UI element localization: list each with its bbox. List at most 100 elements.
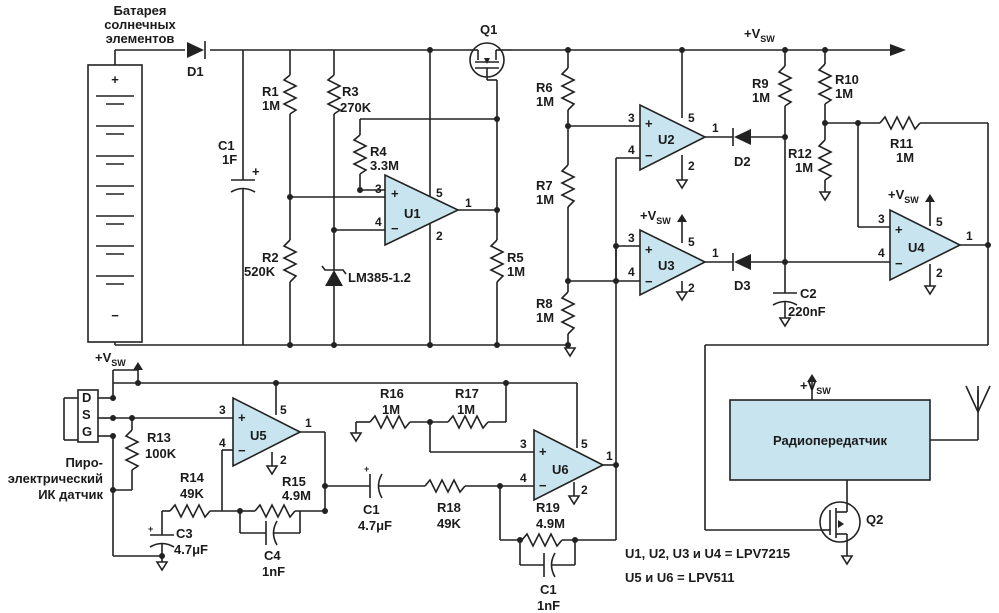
note-line-2: U5 и U6 = LPV511: [625, 570, 735, 585]
resistor-r13: R13 100K: [112, 417, 235, 556]
svg-text:4: 4: [520, 471, 527, 485]
svg-text:2: 2: [936, 266, 943, 280]
svg-text:1: 1: [606, 449, 613, 463]
resistor-r2: R2 520K: [244, 239, 298, 345]
svg-text:R6: R6: [536, 80, 553, 95]
resistor-r18: R18 49K: [424, 478, 534, 531]
svg-text:−: −: [391, 221, 399, 236]
resistor-r7: R7 1M: [536, 164, 576, 292]
svg-text:U6: U6: [552, 462, 569, 477]
radio-vsw: +VSW: [800, 378, 831, 396]
svg-text:U2: U2: [658, 132, 675, 147]
svg-text:100K: 100K: [145, 446, 177, 461]
resistor-r14: R14 49K: [162, 470, 240, 519]
svg-text:R9: R9: [752, 76, 769, 91]
vsw-top-label: +VSW: [744, 26, 775, 44]
svg-text:1M: 1M: [536, 310, 554, 325]
svg-text:5: 5: [436, 186, 443, 200]
svg-text:1M: 1M: [382, 402, 400, 417]
svg-text:Q2: Q2: [866, 512, 883, 527]
u4-output-path: [704, 344, 988, 531]
svg-text:520K: 520K: [244, 264, 276, 279]
sensor-vsw: +VSW: [95, 350, 577, 437]
capacitor-c1-1f: + C1 1F: [218, 50, 260, 345]
svg-text:C4: C4: [264, 548, 281, 563]
svg-text:Радиопередатчик: Радиопередатчик: [773, 433, 888, 448]
svg-text:3: 3: [520, 437, 527, 451]
svg-text:R19: R19: [536, 500, 560, 515]
svg-text:R3: R3: [342, 84, 359, 99]
svg-text:5: 5: [581, 437, 588, 451]
diode-d3: D3: [732, 253, 890, 293]
svg-text:1M: 1M: [752, 90, 770, 105]
note-line-1: U1, U2, U3 и U4 = LPV7215: [625, 546, 790, 561]
svg-text:2: 2: [688, 281, 695, 295]
battery-minus: −: [111, 308, 119, 323]
svg-text:2: 2: [436, 229, 443, 243]
resistor-r16: R16 1M: [349, 386, 430, 443]
svg-text:R17: R17: [455, 386, 479, 401]
svg-text:+: +: [539, 444, 547, 459]
svg-text:+: +: [252, 164, 260, 179]
svg-text:4: 4: [628, 143, 635, 157]
svg-text:49K: 49K: [437, 516, 461, 531]
resistor-r19: R19 4.9M: [499, 486, 616, 548]
svg-text:+: +: [645, 116, 653, 131]
svg-text:1nF: 1nF: [537, 598, 560, 613]
svg-text:LM385-1.2: LM385-1.2: [348, 270, 411, 285]
svg-text:1: 1: [712, 246, 719, 260]
svg-text:C1: C1: [363, 502, 380, 517]
svg-text:+: +: [148, 524, 153, 534]
svg-text:R13: R13: [147, 430, 171, 445]
svg-text:S: S: [82, 407, 91, 422]
ground-symbol: [563, 347, 577, 358]
resistor-r6: R6 1M: [536, 50, 576, 165]
pyro-sensor: D S G Пиро- электрический ИК датчик: [8, 389, 116, 502]
diode-d2: D2: [732, 128, 785, 169]
svg-text:R12: R12: [788, 146, 812, 161]
mosfet-q2: Q2: [819, 480, 883, 566]
svg-text:4: 4: [878, 246, 885, 260]
svg-text:+: +: [645, 242, 653, 257]
svg-text:R16: R16: [380, 386, 404, 401]
svg-text:1F: 1F: [222, 152, 237, 167]
svg-text:4.7μF: 4.7μF: [174, 542, 208, 557]
capacitor-c4: C4 1nF: [239, 511, 301, 579]
svg-text:R8: R8: [536, 296, 553, 311]
resistor-r1: R1 1M: [262, 50, 298, 240]
capacitor-c1-1nf: C1 1nF: [519, 540, 576, 613]
svg-text:1nF: 1nF: [262, 564, 285, 579]
capacitor-c3: C3 4.7μF +: [113, 511, 208, 572]
svg-text:C2: C2: [800, 286, 817, 301]
opamp-u6: + − U6 3 4 5 2 1: [520, 246, 617, 540]
svg-text:5: 5: [688, 235, 695, 249]
svg-text:U4: U4: [908, 240, 925, 255]
svg-text:R14: R14: [180, 470, 205, 485]
opamp-u3: + − U3 +VSW 3 4 5 2 1: [568, 208, 733, 302]
capacitor-c2: C2 220nF: [772, 286, 826, 328]
u3-vsw: +VSW: [640, 208, 671, 226]
svg-text:Пиро-: Пиро-: [65, 455, 103, 470]
svg-text:−: −: [238, 443, 246, 458]
u4-vsw: +VSW: [888, 187, 919, 205]
svg-text:C1: C1: [218, 138, 235, 153]
svg-text:U3: U3: [658, 258, 675, 273]
resistor-r4: R4 3.3M: [352, 118, 497, 191]
svg-text:+: +: [364, 464, 369, 474]
svg-text:1M: 1M: [536, 94, 554, 109]
resistor-r9: R9 1M: [752, 50, 793, 293]
svg-text:C1: C1: [540, 582, 557, 597]
svg-text:4: 4: [219, 436, 226, 450]
svg-text:3: 3: [878, 212, 885, 226]
svg-text:C3: C3: [176, 526, 193, 541]
capacitor-c1-4u7: + C1 4.7μF: [325, 464, 425, 533]
resistor-r8: R8 1M: [536, 291, 576, 345]
svg-text:4.9M: 4.9M: [282, 488, 311, 503]
opamp-u5: + − U5 3 4 5 2 1: [219, 383, 326, 511]
solar-battery: + − Батарея солнечных элементов: [87, 3, 177, 345]
vsw-arrow: [890, 44, 906, 56]
svg-text:3.3M: 3.3M: [370, 158, 399, 173]
resistor-r3: R3 270K: [326, 50, 372, 270]
svg-text:R1: R1: [262, 84, 279, 99]
